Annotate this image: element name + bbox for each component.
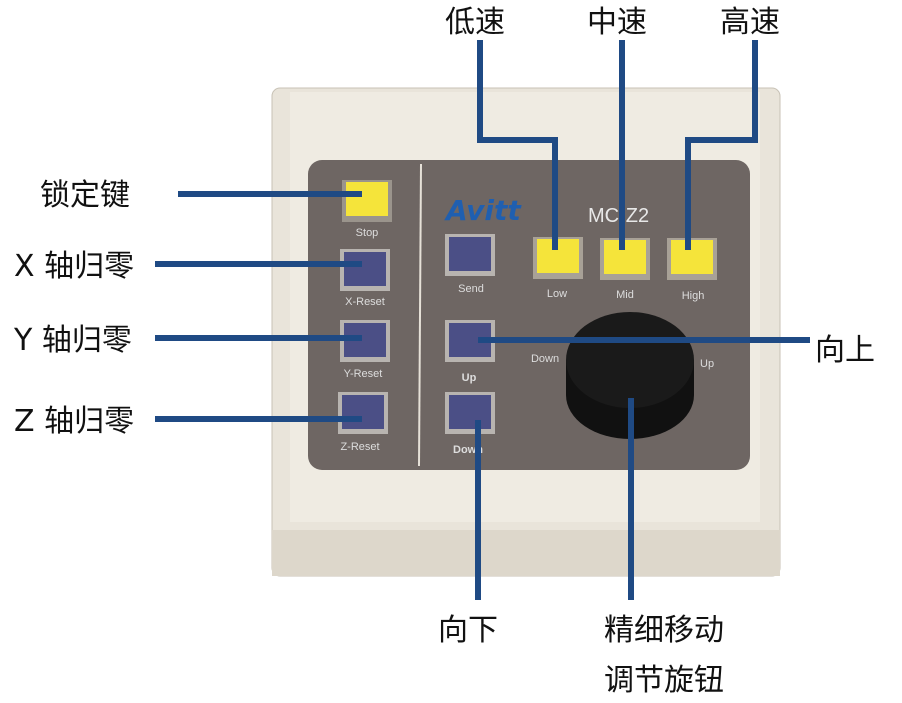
stop-button[interactable] bbox=[342, 180, 392, 222]
send-label: Send bbox=[458, 283, 484, 295]
x-reset-label: X-Reset bbox=[345, 296, 385, 308]
leader-low bbox=[477, 40, 558, 250]
annotation-stop: 锁定键 bbox=[40, 178, 130, 213]
low-label: Low bbox=[547, 288, 567, 300]
device-front-edge bbox=[272, 530, 780, 576]
leader-high bbox=[685, 40, 758, 250]
brand-logo: Avitt bbox=[444, 194, 522, 227]
high-label: High bbox=[682, 290, 705, 302]
down-button[interactable] bbox=[445, 392, 495, 434]
annotation-up: 向上 bbox=[815, 333, 875, 368]
model-label: MC-Z2 bbox=[588, 205, 649, 227]
annotation-knob-line1: 精细移动 bbox=[604, 613, 724, 648]
annotation-z-reset: Z 轴归零 bbox=[14, 404, 134, 439]
annotation-down: 向下 bbox=[438, 613, 498, 648]
annotation-y-reset: Y 轴归零 bbox=[13, 323, 132, 358]
annotation-low: 低速 bbox=[445, 5, 505, 40]
knob-up-label: Up bbox=[700, 358, 714, 370]
send-button[interactable] bbox=[445, 234, 495, 276]
knob-down-label: Down bbox=[531, 353, 559, 365]
z-reset-label: Z-Reset bbox=[340, 441, 379, 453]
panel-divider bbox=[418, 163, 422, 467]
annotation-knob-line2: 调节旋钮 bbox=[604, 663, 724, 698]
x-reset-button[interactable] bbox=[340, 249, 390, 291]
annotation-mid: 中速 bbox=[587, 5, 647, 40]
fine-adjust-knob[interactable] bbox=[566, 312, 694, 439]
z-reset-button[interactable] bbox=[338, 392, 388, 434]
mid-label: Mid bbox=[616, 289, 634, 301]
up-label: Up bbox=[462, 372, 477, 384]
stop-label: Stop bbox=[356, 227, 379, 239]
low-speed-button[interactable] bbox=[533, 237, 583, 279]
y-reset-label: Y-Reset bbox=[344, 368, 383, 380]
annotation-x-reset: X 轴归零 bbox=[14, 249, 134, 284]
annotation-high: 高速 bbox=[720, 5, 780, 40]
high-speed-button[interactable] bbox=[667, 238, 717, 280]
